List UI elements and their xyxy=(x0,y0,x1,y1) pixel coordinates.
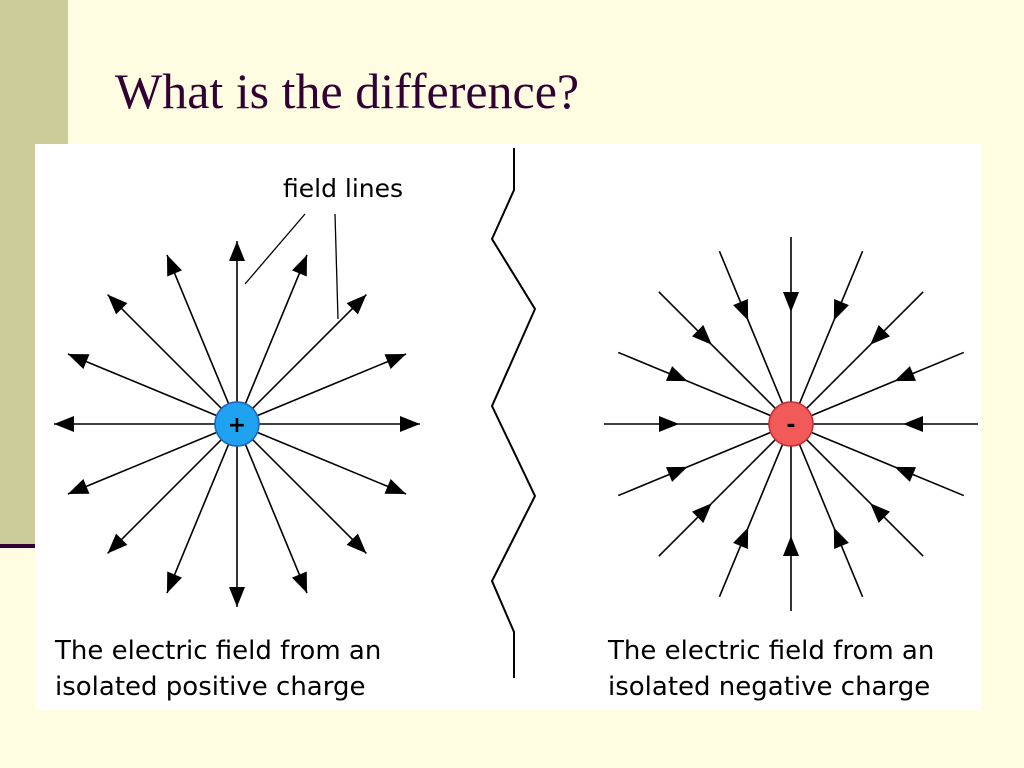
negative-field-arrowhead xyxy=(733,298,749,321)
positive-field-arrowhead xyxy=(291,254,308,277)
negative-field-arrowhead xyxy=(870,503,890,523)
positive-field-line xyxy=(251,294,367,410)
positive-field-arrowhead xyxy=(107,533,128,554)
positive-field-lines xyxy=(54,241,420,607)
negative-field-line xyxy=(798,444,864,598)
negative-field-arrowhead xyxy=(692,503,712,523)
negative-field-line xyxy=(658,291,777,410)
positive-field-arrowhead xyxy=(166,571,183,594)
negative-field-lines xyxy=(604,237,978,611)
callout-pointer-2 xyxy=(334,213,339,320)
negative-field-line xyxy=(617,351,771,417)
callout-pointer-1 xyxy=(244,213,306,285)
positive-field-line xyxy=(257,431,407,495)
negative-field-line xyxy=(658,438,777,557)
negative-charge: - xyxy=(768,401,814,447)
positive-field-arrowhead xyxy=(291,571,308,594)
negative-charge-sign: - xyxy=(786,413,795,438)
positive-field-line xyxy=(107,438,223,554)
negative-field-arrowhead xyxy=(903,416,923,432)
positive-field-arrowhead xyxy=(67,478,90,495)
negative-field-arrowhead xyxy=(665,466,688,482)
negative-caption-line2: isolated negative charge xyxy=(608,672,930,702)
negative-field-line xyxy=(718,250,784,404)
negative-field-arrowhead xyxy=(833,527,849,550)
positive-charge: + xyxy=(214,401,260,447)
negative-charge-circle xyxy=(768,401,814,447)
negative-field-line xyxy=(805,438,924,557)
positive-field-arrowhead xyxy=(346,294,367,315)
positive-field-line xyxy=(166,254,230,404)
positive-field-line xyxy=(251,438,367,554)
negative-field-arrowhead xyxy=(833,298,849,321)
positive-field-arrowhead xyxy=(400,416,420,432)
positive-field-arrowhead xyxy=(384,353,407,370)
negative-field-line xyxy=(617,431,771,497)
negative-field-line xyxy=(798,250,864,404)
field-diagram: field lines + - The electric field from … xyxy=(35,144,981,710)
negative-field-arrowhead xyxy=(665,366,688,382)
positive-field-line xyxy=(67,353,217,417)
positive-field-line xyxy=(244,254,308,404)
negative-field-arrowhead xyxy=(692,325,712,345)
negative-field-arrowhead xyxy=(783,536,799,556)
negative-field-arrowhead xyxy=(733,527,749,550)
positive-field-line xyxy=(67,431,217,495)
negative-field-arrowhead xyxy=(870,325,890,345)
positive-field-line xyxy=(166,444,230,594)
field-lines-callout: field lines xyxy=(244,174,403,320)
negative-field-line xyxy=(805,291,924,410)
slide-title: What is the difference? xyxy=(115,63,580,119)
negative-caption-line1: The electric field from an xyxy=(607,636,934,666)
negative-field-line xyxy=(718,444,784,598)
positive-field-arrowhead xyxy=(107,294,128,315)
positive-charge-sign: + xyxy=(228,413,246,438)
negative-field-arrowhead xyxy=(783,292,799,312)
positive-field-line xyxy=(107,294,223,410)
positive-field-arrowhead xyxy=(229,241,245,261)
positive-field-line xyxy=(257,353,407,417)
positive-charge-circle xyxy=(214,401,260,447)
field-lines-label: field lines xyxy=(283,174,403,203)
positive-field-arrowhead xyxy=(229,587,245,607)
field-diagram-svg: field lines + - The electric field from … xyxy=(54,148,978,702)
negative-field-arrowhead xyxy=(894,366,917,382)
negative-field-arrowhead xyxy=(659,416,679,432)
positive-caption-line1: The electric field from an xyxy=(54,636,381,666)
positive-field-arrowhead xyxy=(166,254,183,277)
positive-field-arrowhead xyxy=(346,533,367,554)
negative-field-line xyxy=(811,351,965,417)
negative-field-line xyxy=(811,431,965,497)
positive-field-arrowhead xyxy=(54,416,74,432)
positive-field-arrowhead xyxy=(384,478,407,495)
positive-field-line xyxy=(244,444,308,594)
negative-field-arrowhead xyxy=(894,466,917,482)
sidebar-rule xyxy=(0,544,52,548)
positive-field-arrowhead xyxy=(67,353,90,370)
panel-separator xyxy=(490,148,537,678)
positive-caption-line2: isolated positive charge xyxy=(55,672,365,702)
